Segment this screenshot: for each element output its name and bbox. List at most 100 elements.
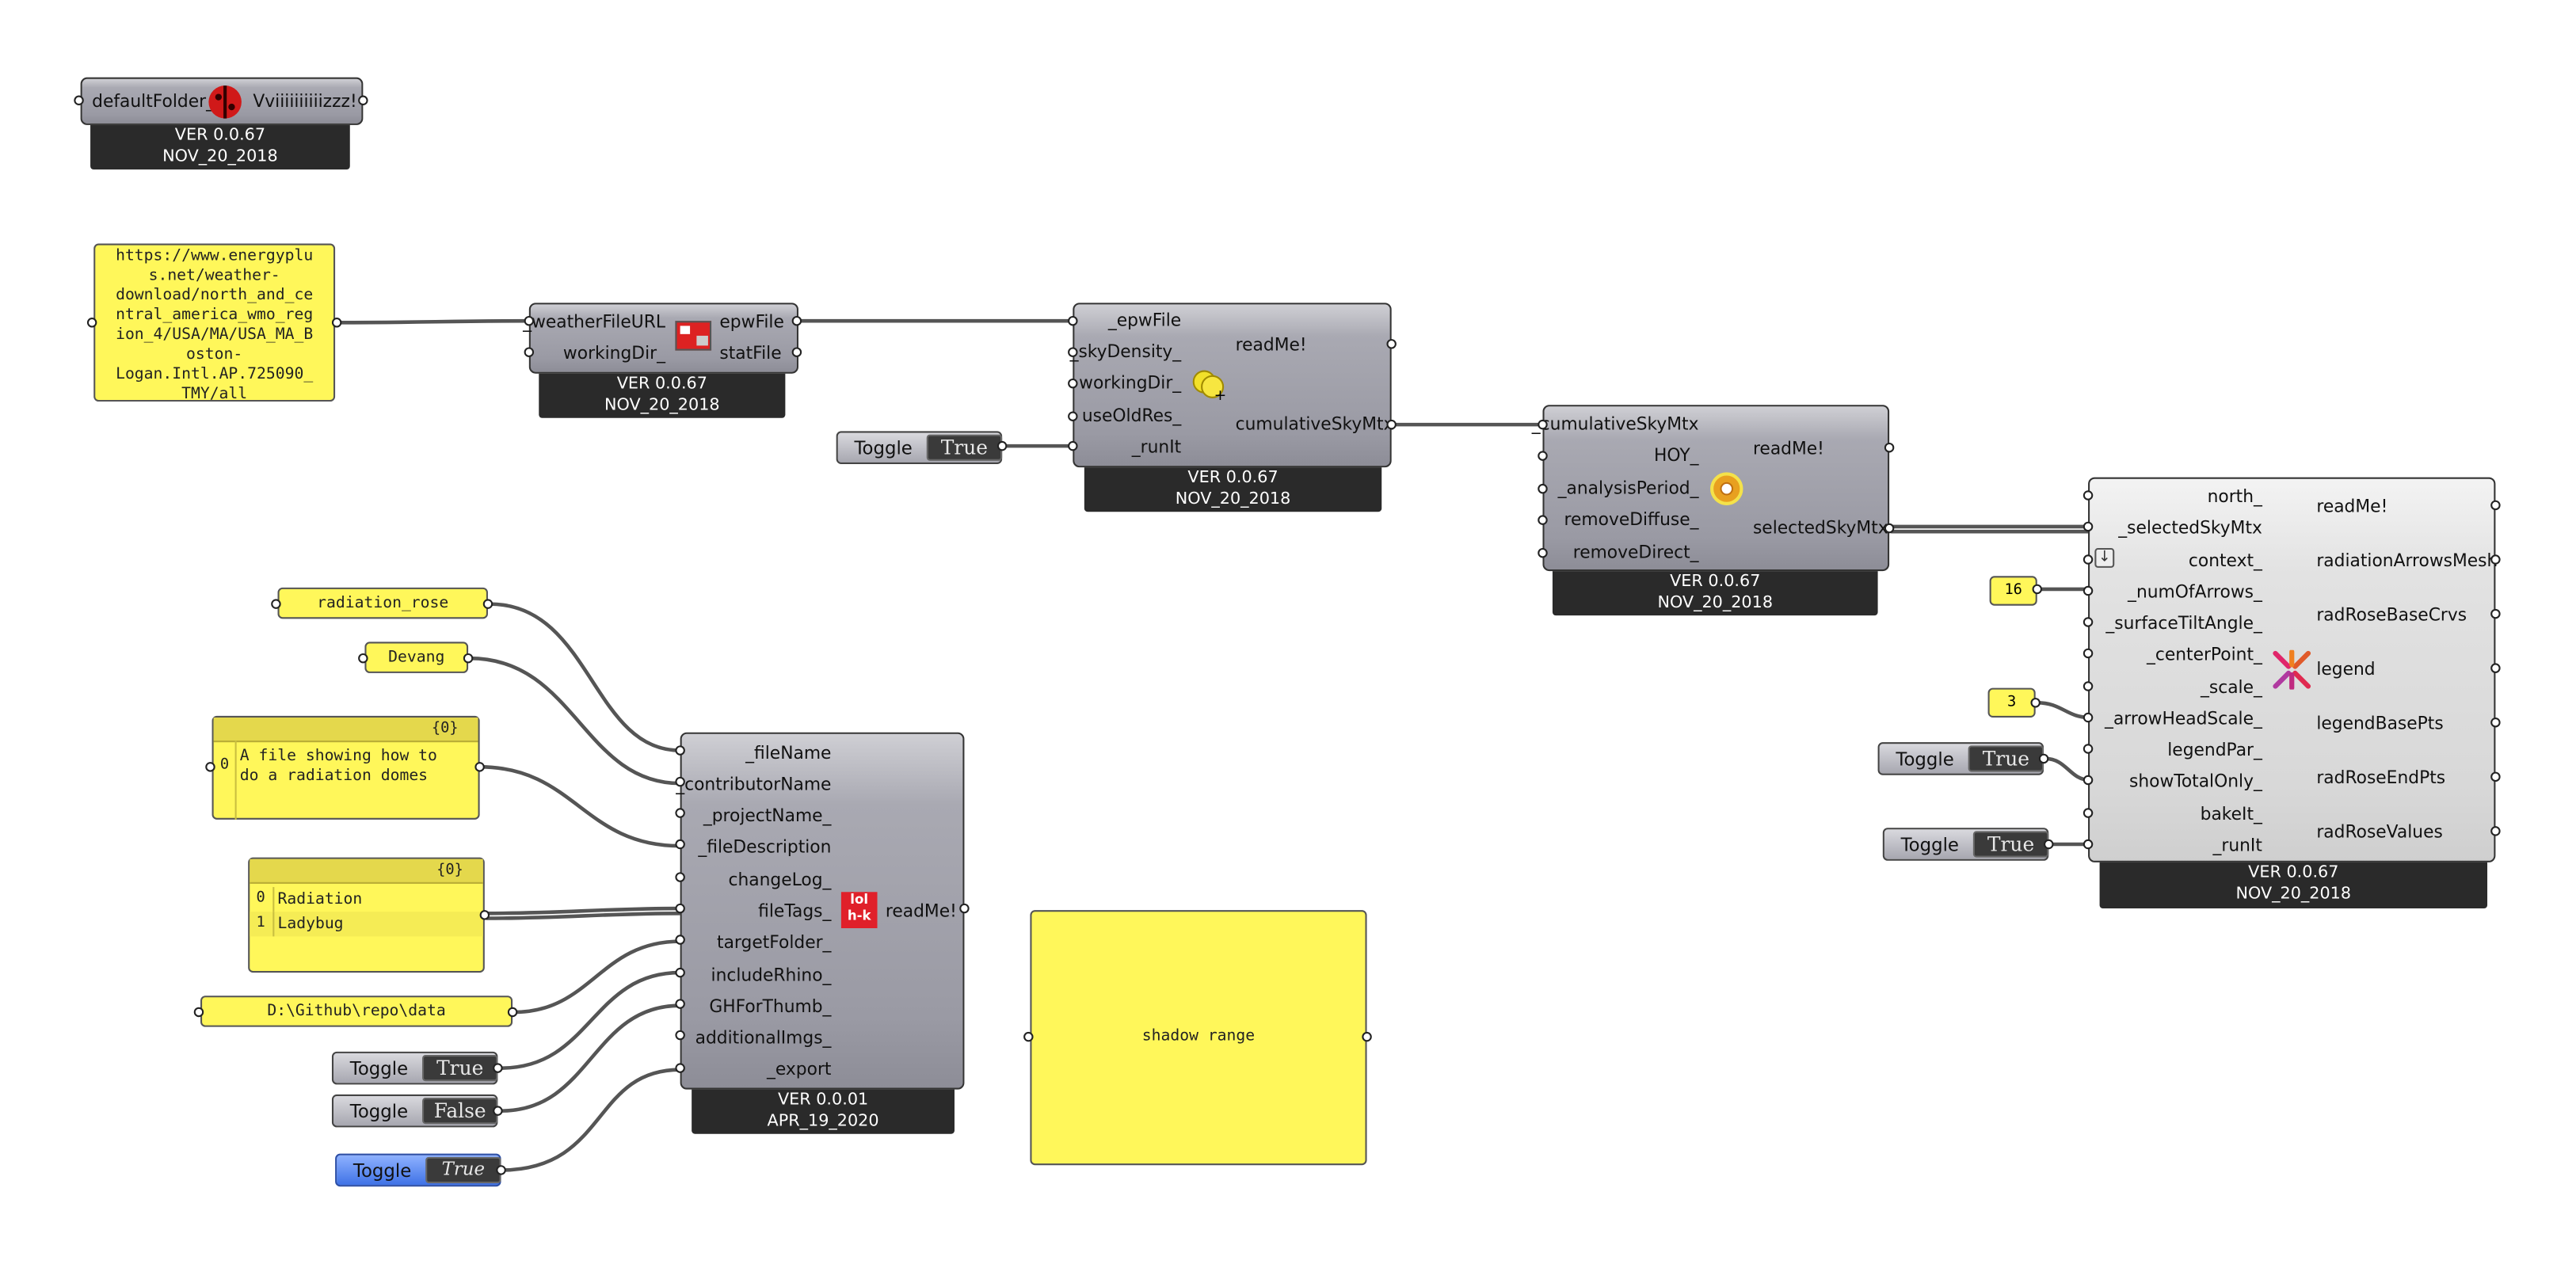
export-in-port-2[interactable] xyxy=(675,808,685,818)
rose-in-port-1[interactable] xyxy=(2083,521,2094,532)
scale-out-port[interactable] xyxy=(2030,698,2041,708)
rose-in-port-6[interactable] xyxy=(2083,681,2094,691)
sky-in-port-2[interactable] xyxy=(1068,378,1078,389)
toggle-value[interactable]: True xyxy=(422,1054,498,1082)
select-in-port-0[interactable] xyxy=(1538,419,1548,430)
select-in-port-2[interactable] xyxy=(1538,483,1548,494)
shadow-range-panel[interactable]: shadow range xyxy=(1030,910,1367,1166)
export-toggle[interactable]: Toggle True xyxy=(335,1153,501,1187)
export-in-port-10[interactable] xyxy=(675,1063,685,1073)
export-in-port-5[interactable] xyxy=(675,903,685,914)
export-out-port[interactable] xyxy=(959,903,970,914)
contributor-panel[interactable]: Devang xyxy=(364,642,469,673)
select-in-port-3[interactable] xyxy=(1538,515,1548,525)
radiation-rose-component[interactable]: north_ _selectedSkyMtx context_ _numOfAr… xyxy=(2088,477,2498,862)
sky-in-port-1[interactable] xyxy=(1068,347,1078,357)
toggle-value[interactable]: False xyxy=(422,1098,498,1125)
export-in-port-4[interactable] xyxy=(675,872,685,882)
rose-out-port-3[interactable] xyxy=(2490,663,2501,673)
run-toggle-out-port[interactable] xyxy=(996,440,1008,451)
url-panel[interactable]: https://www.energyplu s.net/weather- dow… xyxy=(93,243,336,403)
select-in-port-4[interactable] xyxy=(1538,547,1548,558)
filename-panel[interactable]: radiation_rose xyxy=(277,587,488,619)
target-folder-in-port[interactable] xyxy=(193,1007,204,1018)
rose-out-port-4[interactable] xyxy=(2490,718,2501,728)
contributor-out-port[interactable] xyxy=(463,653,474,664)
target-folder-panel[interactable]: D:\Github\repo\data xyxy=(200,996,513,1027)
sky-out-port-1[interactable] xyxy=(1386,419,1397,430)
target-folder-out-port[interactable] xyxy=(507,1007,518,1018)
weather-out-port-0[interactable] xyxy=(791,315,802,326)
include-rhino-toggle[interactable]: Toggle True xyxy=(331,1051,498,1085)
export-in-port-0[interactable] xyxy=(675,745,685,756)
sky-out-port-0[interactable] xyxy=(1386,339,1397,349)
default-folder-in-port[interactable] xyxy=(74,95,84,105)
shadow-range-out-port[interactable] xyxy=(1362,1031,1372,1042)
toggle-value[interactable]: True xyxy=(1972,831,2049,858)
shadow-range-in-port[interactable] xyxy=(1023,1031,1034,1042)
export-in-port-3[interactable] xyxy=(675,839,685,850)
gen-sky-mtx-component[interactable]: _epwFile _skyDensity_ workingDir_ useOld… xyxy=(1070,303,1393,468)
show-total-toggle[interactable]: Toggle True xyxy=(1877,742,2044,775)
default-folder-out-port[interactable] xyxy=(358,95,368,105)
num-arrows-out-port[interactable] xyxy=(2032,584,2042,595)
scale-slider[interactable]: 3 xyxy=(1987,687,2036,718)
toggle-value[interactable]: True xyxy=(425,1156,501,1184)
rose-in-port-7[interactable] xyxy=(2083,712,2094,723)
gh-for-thumb-toggle[interactable]: Toggle False xyxy=(331,1094,498,1128)
default-folder-component[interactable]: defaultFolder_ Vviiiiiiiiiizzz! xyxy=(80,77,364,125)
export-component[interactable]: _fileName _contributorName _projectName_… xyxy=(676,732,965,1090)
url-panel-out-port[interactable] xyxy=(331,318,342,328)
gh-for-thumb-out-port[interactable] xyxy=(493,1106,503,1116)
toggle-value[interactable]: True xyxy=(1968,745,2044,772)
select-out-port-0[interactable] xyxy=(1884,442,1895,453)
rose-in-port-3[interactable] xyxy=(2083,585,2094,596)
rose-out-port-2[interactable] xyxy=(2490,608,2501,619)
export-in-port-6[interactable] xyxy=(675,935,685,945)
tags-out-port[interactable] xyxy=(479,910,490,920)
sky-in-port-0[interactable] xyxy=(1068,315,1078,326)
filename-out-port[interactable] xyxy=(482,599,493,609)
rose-in-port-0[interactable] xyxy=(2083,490,2094,501)
rose-in-port-8[interactable] xyxy=(2083,744,2094,754)
rose-out-port-1[interactable] xyxy=(2490,554,2501,565)
export-in-port-8[interactable] xyxy=(675,999,685,1009)
rose-in-port-9[interactable] xyxy=(2083,775,2094,786)
export-in-port-7[interactable] xyxy=(675,967,685,978)
select-sky-mtx-component[interactable]: _cumulativeSkyMtx HOY_ _analysisPeriod_ … xyxy=(1532,405,1890,572)
rose-in-port-11[interactable] xyxy=(2083,839,2094,850)
contributor-in-port[interactable] xyxy=(358,653,368,664)
rose-out-port-5[interactable] xyxy=(2490,771,2501,782)
weather-in-port-0[interactable] xyxy=(524,315,535,326)
rose-out-port-6[interactable] xyxy=(2490,826,2501,836)
select-in-port-1[interactable] xyxy=(1538,451,1548,461)
description-out-port[interactable] xyxy=(474,762,485,772)
rose-in-port-2[interactable] xyxy=(2083,554,2094,565)
sky-in-port-4[interactable] xyxy=(1068,440,1078,451)
weather-in-port-1[interactable] xyxy=(524,347,535,357)
description-in-port[interactable] xyxy=(205,762,215,772)
rose-in-port-4[interactable] xyxy=(2083,617,2094,627)
sky-in-port-3[interactable] xyxy=(1068,411,1078,421)
toggle-value[interactable]: True xyxy=(926,434,1003,461)
weather-out-port-1[interactable] xyxy=(791,347,802,357)
rose-in-port-5[interactable] xyxy=(2083,648,2094,659)
run-toggle[interactable]: Toggle True xyxy=(836,431,1003,464)
rose-in-port-10[interactable] xyxy=(2083,808,2094,818)
export-toggle-out-port[interactable] xyxy=(496,1165,506,1175)
num-arrows-slider[interactable]: 16 xyxy=(1989,576,2037,606)
run-it-toggle-out-port[interactable] xyxy=(2044,839,2054,850)
export-in-port-9[interactable] xyxy=(675,1030,685,1041)
filename-in-port[interactable] xyxy=(271,599,281,609)
url-panel-in-port[interactable] xyxy=(86,318,97,328)
show-total-toggle-out-port[interactable] xyxy=(2038,753,2049,764)
download-weather-component[interactable]: _weatherFileURL workingDir_ epwFile stat… xyxy=(523,303,798,374)
include-rhino-out-port[interactable] xyxy=(493,1063,503,1073)
export-in-port-1[interactable] xyxy=(675,776,685,787)
rose-out-port-0[interactable] xyxy=(2490,500,2501,511)
run-it-toggle[interactable]: Toggle True xyxy=(1882,828,2049,861)
tags-panel[interactable]: {0} 0 Radiation 1 Ladybug xyxy=(248,857,485,973)
description-panel[interactable]: {0} 0 A file showing how to do a radiati… xyxy=(211,715,480,820)
select-out-port-1[interactable] xyxy=(1884,523,1895,534)
